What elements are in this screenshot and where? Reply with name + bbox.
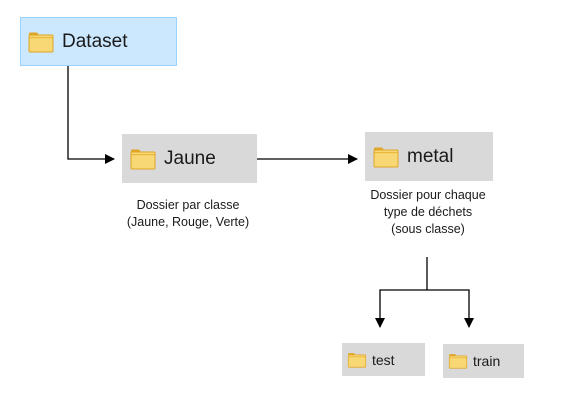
edge-dataset-to-jaune bbox=[67, 66, 115, 164]
metal-label: metal bbox=[407, 145, 454, 167]
train-folder-node[interactable]: train bbox=[443, 344, 524, 378]
dataset-label: Dataset bbox=[62, 30, 128, 52]
metal-folder-node[interactable]: metal bbox=[365, 132, 493, 181]
test-label: test bbox=[372, 351, 395, 368]
edge-metal-to-test bbox=[375, 289, 427, 328]
train-label: train bbox=[473, 353, 501, 369]
test-folder-node[interactable]: test bbox=[342, 343, 425, 376]
folder-icon bbox=[28, 32, 54, 52]
metal-caption-line: type de déchets bbox=[383, 205, 473, 219]
folder-icon bbox=[448, 354, 468, 369]
metal-caption: Dossier pour chaque type de déchets (sou… bbox=[353, 187, 503, 238]
folder-icon bbox=[373, 147, 399, 167]
edge-metal-to-train bbox=[427, 289, 474, 328]
jaune-caption-line: (Jaune, Rouge, Verte) bbox=[126, 215, 250, 229]
jaune-label: Jaune bbox=[164, 147, 216, 169]
jaune-caption-line: Dossier par classe bbox=[136, 198, 240, 212]
jaune-caption: Dossier par classe (Jaune, Rouge, Verte) bbox=[103, 197, 273, 231]
folder-icon bbox=[130, 149, 156, 169]
metal-caption-line: Dossier pour chaque bbox=[370, 188, 486, 202]
jaune-folder-node[interactable]: Jaune bbox=[122, 134, 257, 183]
dataset-folder-node[interactable]: Dataset bbox=[20, 17, 177, 66]
folder-icon bbox=[347, 352, 367, 368]
metal-caption-line: (sous classe) bbox=[391, 222, 465, 236]
